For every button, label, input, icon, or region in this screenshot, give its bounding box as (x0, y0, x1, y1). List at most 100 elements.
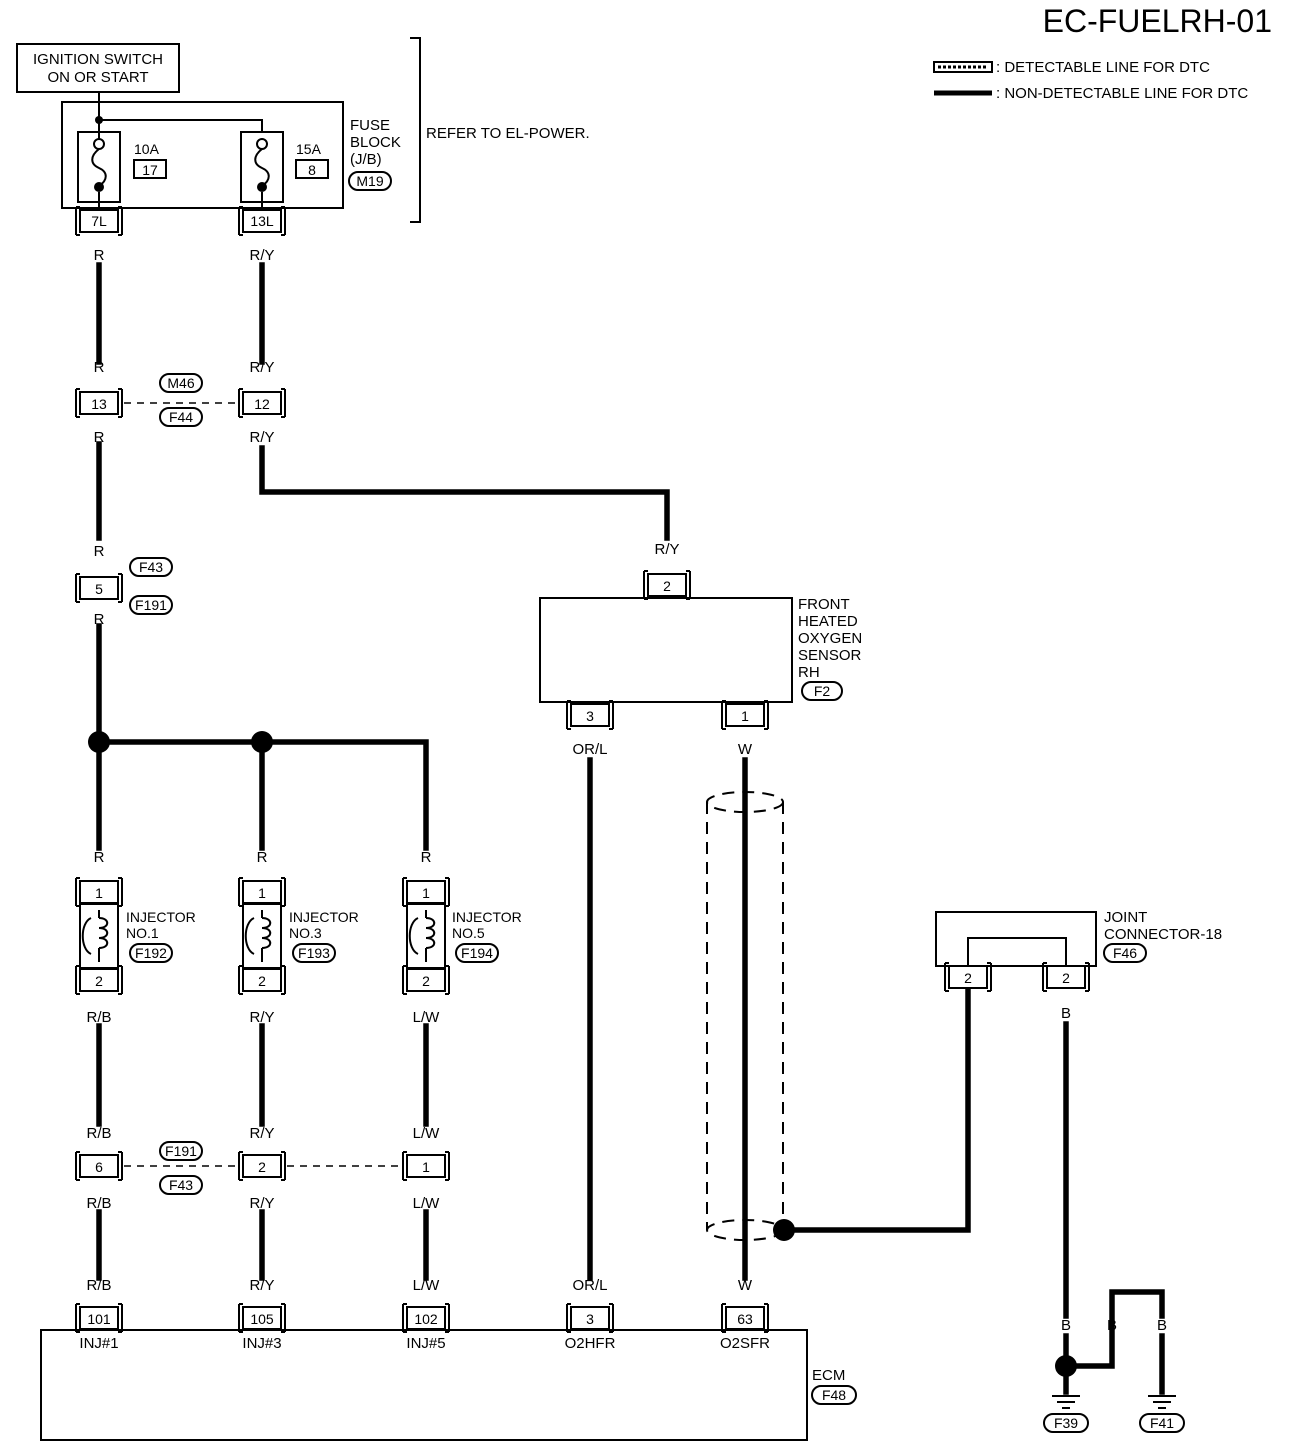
joint-label-1: JOINT (1104, 909, 1147, 926)
connector-badge-f44 (159, 407, 203, 427)
connector-badge-f192 (129, 943, 173, 963)
front-heated-oxygen-sensor: 2 3 1 FRONT HEATED OXYGEN SENSOR RH F2 (539, 570, 862, 730)
wire-color: OR/L (572, 1277, 607, 1294)
ground-icon (1051, 1395, 1081, 1409)
sensor-pin-3: 3 (586, 708, 594, 724)
fuse-8-number: 8 (308, 162, 316, 178)
wire-color: R (94, 359, 105, 376)
wire-color: R (257, 849, 268, 866)
connector-f43-label: F43 (139, 559, 163, 575)
ecm-pin-63: 63 (737, 1311, 753, 1327)
legend-non-detectable: : NON-DETECTABLE LINE FOR DTC (996, 85, 1248, 102)
injector-no5: 1 2 INJECTOR NO.5 F194 (402, 877, 522, 995)
injector-1-label: INJECTOR (126, 909, 196, 925)
sensor-pin-2: 2 (663, 578, 671, 594)
injector-5-label: INJECTOR (452, 909, 522, 925)
wire-color: R/B (86, 1125, 111, 1142)
ecm-pin-101: 101 (87, 1311, 111, 1327)
injector-5-pin-2: 2 (422, 973, 430, 989)
wire-color: R/Y (249, 359, 274, 376)
pin-13: 13 (91, 396, 107, 412)
sensor-connector: F2 (814, 683, 831, 699)
wire-color: R/Y (249, 1009, 274, 1026)
injector-no1: 1 2 INJECTOR NO.1 F192 (75, 877, 196, 995)
ecm-pin-inj3: INJ#3 (242, 1335, 281, 1352)
injector-5-number: NO.5 (452, 925, 485, 941)
sensor-label-4: SENSOR (798, 647, 862, 664)
connector-badge-f193 (292, 943, 336, 963)
splice-dot-1 (88, 731, 110, 753)
connector-badge-f194 (455, 943, 499, 963)
wire-color: B (1061, 1005, 1071, 1022)
ignition-switch: IGNITION SWITCH ON OR START (16, 43, 180, 93)
injector-3-connector: F193 (298, 945, 330, 961)
wire-color: R (94, 429, 105, 446)
fuse-block-label-1: FUSE (350, 117, 390, 134)
wire-color: R (94, 543, 105, 560)
refer-note: REFER TO EL-POWER. (426, 125, 590, 142)
pin-5: 5 (95, 581, 103, 597)
wires (96, 262, 1165, 1395)
ecm-pin-3: 3 (586, 1311, 594, 1327)
fuse-17-number: 17 (142, 162, 158, 178)
sensor-label-5: RH (798, 664, 820, 681)
injector-3-number: NO.3 (289, 925, 322, 941)
connector-f191-lower-label: F191 (165, 1143, 197, 1159)
connector-f44-label: F44 (169, 409, 193, 425)
injector-1-number: NO.1 (126, 925, 159, 941)
wire-color: B (1157, 1317, 1167, 1334)
ground-f41-label: F41 (1150, 1415, 1174, 1431)
connector-f191-f43: 6 2 1 F191 F43 (75, 1141, 450, 1195)
wire-color: R/Y (249, 1195, 274, 1212)
fuse-block-label-2: BLOCK (350, 134, 401, 151)
pin-12: 12 (254, 396, 270, 412)
wire-color: R (94, 611, 105, 628)
ecm-label: ECM (812, 1367, 845, 1384)
wire-color: L/W (413, 1009, 441, 1026)
wire-color: R (421, 849, 432, 866)
wire-color: B (1107, 1317, 1117, 1334)
wire-color: R/B (86, 1009, 111, 1026)
joint-pin-b: 2 (1062, 970, 1070, 986)
injector-1-pin-1: 1 (95, 885, 103, 901)
legend-detectable: : DETECTABLE LINE FOR DTC (996, 59, 1210, 76)
terminal-7l: 7L (91, 213, 107, 229)
fuse-block-connector-badge (348, 171, 392, 191)
connector-badge-f43 (129, 557, 173, 577)
injector-1-connector: F192 (135, 945, 167, 961)
injector-5-pin-1: 1 (422, 885, 430, 901)
ground-badge-f41 (1139, 1413, 1185, 1433)
connector-f43-lower-label: F43 (169, 1177, 193, 1193)
connector-f43-f191: 5 F43 F191 (75, 557, 173, 615)
injector-1-pin-2: 2 (95, 973, 103, 989)
wire-color: R (94, 247, 105, 264)
injector-no3: 1 2 INJECTOR NO.3 F193 (238, 877, 359, 995)
fuse-block: 10A 17 15A 8 FUSE BLOCK (J/B) M19 REFER … (61, 37, 590, 236)
connector-badge-f2 (801, 681, 843, 701)
ignition-label-line2: ON OR START (47, 69, 148, 86)
ignition-label-line1: IGNITION SWITCH (33, 51, 163, 68)
wire-color: W (738, 741, 753, 758)
fuse-17-rating: 10A (134, 141, 160, 157)
wire-color: B (1061, 1317, 1071, 1334)
pin-2: 2 (258, 1159, 266, 1175)
wire-color: L/W (413, 1125, 441, 1142)
sensor-label-3: OXYGEN (798, 630, 862, 647)
ecm-connector: F48 (822, 1387, 846, 1403)
fuse-8-rating: 15A (296, 141, 322, 157)
wire-color: R/Y (654, 541, 679, 558)
wire-color-labels: R R/Y R R/Y R R/Y R R R/Y OR/L W R R R R… (86, 247, 1167, 1334)
legend: : DETECTABLE LINE FOR DTC : NON-DETECTAB… (933, 59, 1248, 102)
ecm-pin-o2hfr: O2HFR (565, 1335, 616, 1352)
ground-icon (1147, 1395, 1177, 1409)
connector-badge-f191-lower (159, 1141, 203, 1161)
joint-connector-18: 2 2 JOINT CONNECTOR-18 F46 (935, 909, 1222, 992)
sensor-label-1: FRONT (798, 596, 850, 613)
wire-color: R (94, 849, 105, 866)
connector-badge-f48 (811, 1385, 857, 1405)
ecm-pin-inj5: INJ#5 (406, 1335, 445, 1352)
connector-f191-label: F191 (135, 597, 167, 613)
connector-badge-f43-lower (159, 1175, 203, 1195)
connector-badge-m46 (159, 373, 203, 393)
